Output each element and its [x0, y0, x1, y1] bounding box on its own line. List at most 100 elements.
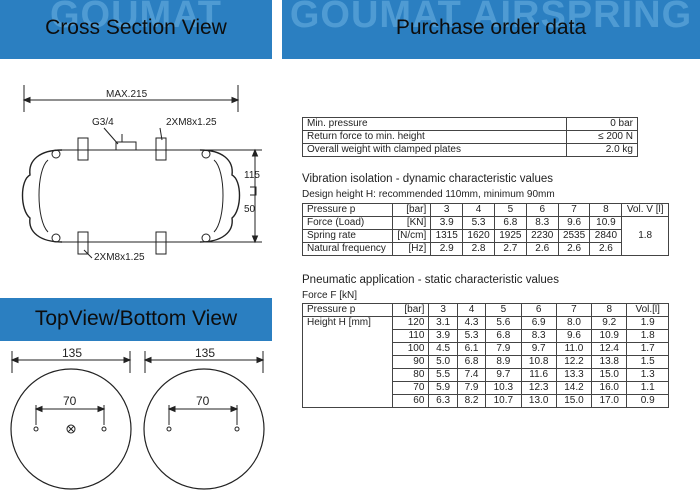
cell-value: 10.7 — [485, 394, 522, 408]
header-value: 7 — [555, 303, 593, 317]
cell-value: 5.3 — [462, 216, 495, 230]
cell-value: 6.8 — [456, 355, 487, 369]
row-label: Pressure p — [302, 203, 393, 217]
cell-value: 2.8 — [462, 242, 495, 256]
diameter-right-label: 135 — [195, 346, 215, 360]
cell-value: 1315 — [430, 229, 464, 243]
cell-value: 3.9 — [430, 216, 464, 230]
volume-value: 1.3 — [626, 368, 669, 382]
cell-value: 17.0 — [591, 394, 628, 408]
row-unit: [bar] — [391, 203, 432, 217]
cell-value: 1620 — [462, 229, 495, 243]
cross-section-title: Cross Section View — [45, 16, 227, 39]
row-unit: [KN] — [391, 216, 432, 230]
height-max-label: 115 — [244, 170, 260, 181]
general-label: Min. pressure — [302, 117, 567, 131]
cell-value: 16.0 — [591, 381, 628, 395]
cell-value: 4 — [462, 203, 495, 217]
cell-value: 4.3 — [456, 316, 487, 330]
cell-value: 12.4 — [591, 342, 628, 356]
volume-value: 1.9 — [626, 316, 669, 330]
cell-value: 9.6 — [555, 329, 593, 343]
volume-value: 1.5 — [626, 355, 669, 369]
vibration-title: Vibration isolation - dynamic characteri… — [302, 173, 553, 185]
cell-value: 6.1 — [456, 342, 487, 356]
cell-value: 7.9 — [485, 342, 522, 356]
cell-value: 11.0 — [555, 342, 593, 356]
general-value: 2.0 kg — [565, 143, 639, 157]
height-value: 100 — [392, 342, 430, 356]
cell-value: 2230 — [525, 229, 559, 243]
cell-value: 11.6 — [520, 368, 557, 382]
diameter-left-label: 135 — [62, 346, 82, 360]
cell-value: 5.0 — [428, 355, 458, 369]
cell-value: 2.6 — [557, 242, 591, 256]
port-label: G3/4 — [92, 117, 114, 128]
topview-banner: TopView/Bottom View — [0, 298, 272, 341]
general-label: Overall weight with clamped plates — [302, 143, 567, 157]
height-value: 80 — [392, 368, 430, 382]
cell-value: 3 — [430, 203, 464, 217]
cell-value: 8.9 — [485, 355, 522, 369]
cell-value: 15.0 — [555, 394, 593, 408]
cell-value: 5.9 — [428, 381, 458, 395]
volume-value: 1.8 — [621, 216, 669, 256]
top-bolt-label: 2XM8x1.25 — [166, 117, 217, 128]
bottom-bolt-label: 2XM8x1.25 — [94, 252, 145, 263]
cell-value: 7.4 — [456, 368, 487, 382]
cell-value: 9.7 — [520, 342, 557, 356]
cell-value: 2.9 — [430, 242, 464, 256]
topview-title: TopView/Bottom View — [34, 307, 238, 330]
cross-section-banner: GOUMAT Cross Section View — [0, 0, 272, 59]
cell-value: 1925 — [493, 229, 527, 243]
general-value: 0 bar — [565, 117, 639, 131]
header-label: Pressure p — [301, 303, 394, 317]
pneumatic-title: Pneumatic application - static character… — [302, 274, 559, 286]
height-min-label: 50 — [244, 204, 256, 215]
volume-value: 1.8 — [626, 329, 669, 343]
general-label: Return force to min. height — [302, 130, 567, 144]
pneumatic-subtitle: Force F [kN] — [302, 290, 358, 301]
bolt-spacing-right-label: 70 — [196, 394, 210, 408]
cell-value: 6.8 — [485, 329, 522, 343]
cell-value: 6.3 — [428, 394, 458, 408]
height-value: 120 — [392, 316, 430, 330]
max-width-label: MAX.215 — [106, 89, 148, 100]
cell-value: 10.9 — [589, 216, 623, 230]
header-value: 8 — [591, 303, 628, 317]
cell-value: 8.2 — [456, 394, 487, 408]
cell-value: 2535 — [557, 229, 591, 243]
banner-watermark: GOUMAT — [49, 0, 223, 36]
volume-header: Vol.[l] — [626, 303, 669, 317]
row-unit: [Hz] — [391, 242, 432, 256]
height-value: 90 — [392, 355, 430, 369]
volume-header: Vol. V [l] — [621, 203, 669, 217]
cell-value: 8 — [589, 203, 623, 217]
cross-section-drawing: MAX.215 G3/4 2XM8x1.25 2XM8x1.25 115 50 — [21, 85, 262, 263]
height-value: 60 — [392, 394, 430, 408]
cell-value: 5.6 — [485, 316, 522, 330]
cell-value: 9.7 — [485, 368, 522, 382]
purchase-title: Purchase order data — [395, 16, 587, 39]
row-label: Spring rate — [302, 229, 393, 243]
cell-value: 7 — [557, 203, 591, 217]
cell-value: 7.9 — [456, 381, 487, 395]
header-unit: [bar] — [392, 303, 430, 317]
volume-value: 0.9 — [626, 394, 669, 408]
cell-value: 10.8 — [520, 355, 557, 369]
volume-value: 1.1 — [626, 381, 669, 395]
cell-value: 13.8 — [591, 355, 628, 369]
cell-value: 3.1 — [428, 316, 458, 330]
header-value: 6 — [520, 303, 557, 317]
table-row: Return force to min. height≤ 200 N — [302, 130, 639, 144]
cell-value: 2.7 — [493, 242, 527, 256]
cell-value: 6.8 — [493, 216, 527, 230]
